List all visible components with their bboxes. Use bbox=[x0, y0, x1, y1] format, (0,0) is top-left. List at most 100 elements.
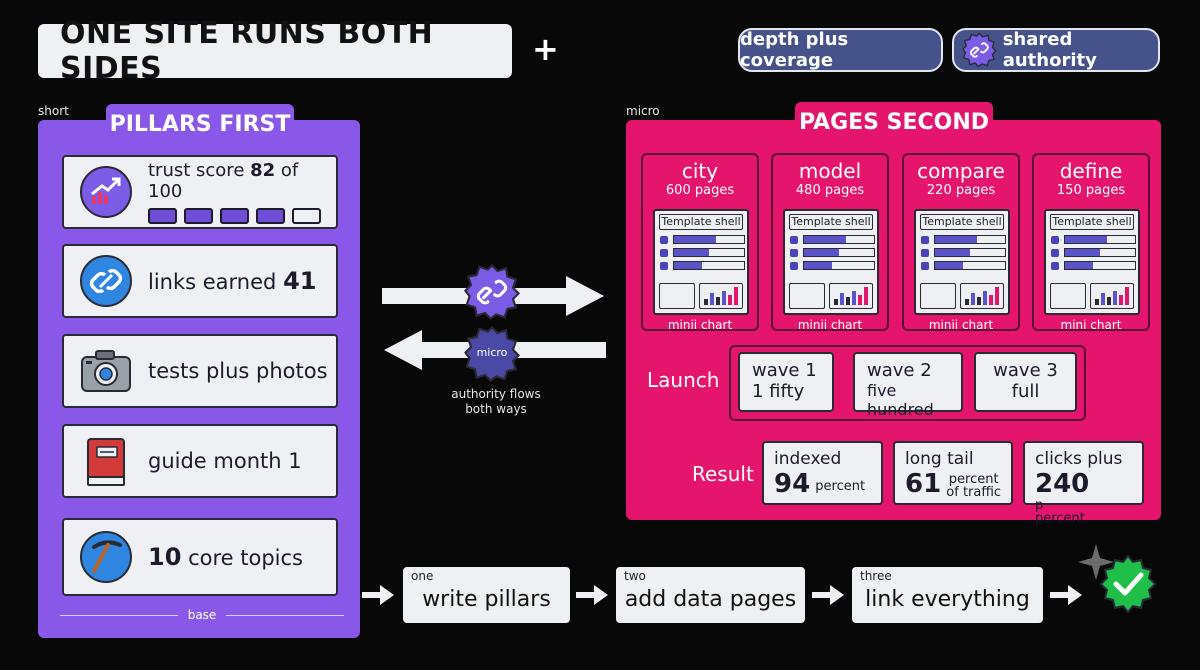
step-number: two bbox=[624, 569, 646, 583]
template-header: Template shell bbox=[920, 214, 1004, 230]
trust-score-card: trust score 82 of 100 bbox=[62, 155, 338, 229]
micro-badge: micro bbox=[464, 326, 520, 382]
topics-label: core topics bbox=[188, 546, 303, 570]
result-number: 240 bbox=[1035, 469, 1090, 499]
trust-meter-segment bbox=[256, 208, 285, 224]
links-earned-card: links earned 41 bbox=[62, 244, 338, 318]
mini-bar-chart bbox=[1090, 283, 1134, 309]
mini-chart-label: minii chart bbox=[667, 318, 733, 332]
topics-value: 10 bbox=[148, 543, 182, 571]
base-text: base bbox=[187, 608, 217, 622]
micro-badge-icon bbox=[464, 326, 520, 382]
caption-line-1: authority flows bbox=[451, 387, 541, 401]
result-number: 61 bbox=[905, 469, 942, 499]
book-icon bbox=[87, 438, 125, 486]
step-text: link everything bbox=[865, 587, 1030, 612]
result-label: Result bbox=[692, 462, 754, 486]
template-shell: Template shell bbox=[783, 209, 879, 315]
title-box: ONE SITE RUNS BOTH SIDES bbox=[38, 16, 512, 86]
link-badge-icon bbox=[962, 32, 997, 68]
step-text: add data pages bbox=[624, 587, 797, 612]
trust-score-meter bbox=[148, 208, 336, 224]
micro-badge-text: micro bbox=[476, 346, 508, 359]
result-unit: p bbox=[1035, 498, 1044, 513]
mini-chart-label: mini chart bbox=[1060, 318, 1122, 332]
launch-frame bbox=[729, 345, 1086, 421]
column-count: 220 pages bbox=[926, 183, 996, 198]
authority-caption: authority flows both ways bbox=[436, 387, 556, 417]
wave-title: wave 3 bbox=[993, 360, 1058, 381]
arrow-right-icon bbox=[812, 585, 844, 605]
column-title: city bbox=[681, 159, 719, 183]
tests-label: tests plus photos bbox=[148, 359, 328, 383]
arrow-right-icon bbox=[362, 585, 394, 605]
wave-detail: five hundred bbox=[867, 381, 934, 419]
base-label: base bbox=[60, 608, 345, 622]
launch-label: Launch bbox=[647, 368, 720, 392]
step-one: one write pillars bbox=[403, 567, 570, 623]
column-count: 480 pages bbox=[795, 183, 865, 198]
trust-meter-segment bbox=[184, 208, 213, 224]
pillars-tab: PILLARS FIRST bbox=[106, 104, 294, 144]
arrow-right-icon bbox=[576, 585, 608, 605]
column-title: define bbox=[1059, 159, 1123, 183]
page-title: ONE SITE RUNS BOTH SIDES bbox=[60, 16, 434, 86]
template-header: Template shell bbox=[659, 214, 743, 230]
trust-label: trust score bbox=[148, 160, 245, 181]
plus-sign: + bbox=[532, 30, 559, 68]
trust-meter-segment bbox=[292, 208, 321, 224]
page-column-compare: compare 220 pages Template shell minii c… bbox=[902, 153, 1020, 332]
result-unit: percent bbox=[948, 472, 999, 487]
wave-title: wave 2 bbox=[867, 360, 932, 381]
wave-detail: full bbox=[1011, 381, 1040, 402]
trust-suffix: of 100 bbox=[148, 160, 299, 202]
camera-icon bbox=[81, 350, 131, 392]
mini-chart-label: minii chart bbox=[797, 318, 863, 332]
mini-chart-label: minii chart bbox=[928, 318, 994, 332]
wave-title: wave 1 bbox=[752, 360, 817, 381]
depth-coverage-pill: depth plus coverage bbox=[738, 28, 943, 72]
template-shell: Template shell bbox=[653, 209, 749, 315]
guide-card: guide month 1 bbox=[62, 424, 338, 498]
trust-meter-segment bbox=[148, 208, 177, 224]
shared-authority-label: shared authority bbox=[1002, 29, 1097, 71]
guide-label: guide month 1 bbox=[148, 449, 302, 473]
step-text: write pillars bbox=[422, 587, 551, 612]
mini-bar-chart bbox=[829, 283, 873, 309]
column-count: 150 pages bbox=[1056, 183, 1126, 198]
tests-photos-card: tests plus photos bbox=[62, 334, 338, 408]
mini-bar-chart bbox=[699, 283, 743, 309]
core-topics-card: 10 core topics bbox=[62, 518, 338, 596]
column-title: compare bbox=[917, 159, 1005, 183]
right-corner-label: micro bbox=[626, 104, 660, 118]
depth-coverage-label: depth plus coverage bbox=[740, 29, 849, 71]
result-heading: indexed bbox=[774, 449, 842, 469]
template-header: Template shell bbox=[789, 214, 873, 230]
trend-up-icon bbox=[80, 166, 132, 218]
links-value: 41 bbox=[283, 267, 317, 295]
wave-2-card: wave 2 five hundred bbox=[853, 352, 963, 419]
result-longtail-card: long tail 61 percent of traffic bbox=[893, 441, 1013, 505]
result-clicks-card: clicks plus 240 p percent bbox=[1023, 441, 1144, 525]
links-label: links earned bbox=[148, 270, 277, 294]
template-header: Template shell bbox=[1050, 214, 1134, 230]
result-heading: clicks plus bbox=[1035, 449, 1123, 469]
result-heading: long tail bbox=[905, 449, 974, 469]
step-number: three bbox=[860, 569, 892, 583]
left-corner-label: short bbox=[38, 104, 69, 118]
column-count: 600 pages bbox=[665, 183, 735, 198]
result-unit: percent bbox=[815, 479, 866, 494]
trust-value: 82 bbox=[250, 160, 276, 181]
trust-meter-segment bbox=[220, 208, 249, 224]
wave-3-card: wave 3 full bbox=[974, 352, 1077, 412]
step-two: two add data pages bbox=[616, 567, 805, 623]
result-unit-2: percent bbox=[1035, 511, 1085, 526]
link-icon bbox=[80, 255, 132, 307]
template-shell: Template shell bbox=[914, 209, 1010, 315]
page-column-model: model 480 pages Template shell minii cha… bbox=[771, 153, 889, 332]
wave-1-card: wave 1 1 fifty bbox=[738, 352, 834, 412]
pages-tab: PAGES SECOND bbox=[795, 102, 993, 142]
caption-line-2: both ways bbox=[465, 402, 527, 416]
page-column-define: define 150 pages Template shell mini cha… bbox=[1032, 153, 1150, 332]
result-unit-2: of traffic bbox=[946, 485, 1002, 500]
